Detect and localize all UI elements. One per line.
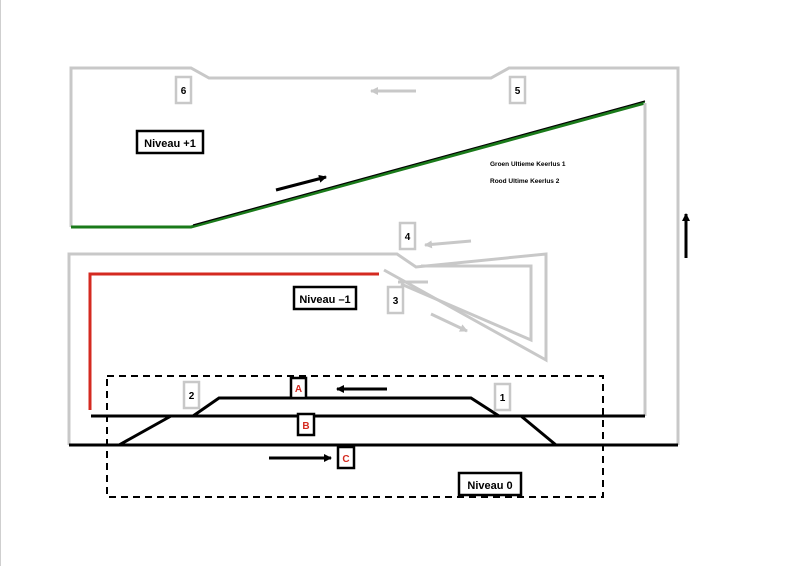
level-0-frame: [106, 375, 604, 498]
block-3: 3: [386, 285, 405, 315]
block-b: B: [296, 412, 316, 437]
green-loop-track: [71, 101, 646, 229]
svg-text:6: 6: [181, 86, 187, 97]
track-c-right-switch: [520, 414, 557, 447]
green-loop-edge: [192, 100, 646, 226]
arrow-up-ramp-icon: [275, 174, 327, 192]
level-plus1-text: Niveau +1: [144, 138, 196, 150]
level-0-text: Niveau 0: [467, 480, 512, 492]
svg-text:3: 3: [393, 296, 399, 307]
level-0-tracks: [69, 396, 678, 447]
block-2: 2: [182, 380, 201, 410]
block-c: C: [336, 445, 356, 470]
red-loop-2-track: [88, 272, 379, 410]
svg-text:5: 5: [515, 86, 521, 97]
level-minus1-inner-track: [400, 264, 533, 343]
block-1: 1: [493, 382, 512, 412]
block-5: 5: [508, 75, 527, 105]
svg-text:2: 2: [189, 391, 195, 402]
level-plus1-track: [69, 66, 680, 445]
block-a: A: [289, 376, 308, 400]
track-c-left-switch: [118, 414, 172, 447]
level-0-label: Niveau 0: [457, 471, 523, 497]
arrow-down-right-icon: [430, 312, 468, 333]
track-a: [192, 396, 500, 418]
green-loop-1: [71, 100, 646, 229]
legend-red: Rood Ultime Keerlus 2: [490, 178, 560, 185]
level-plus1-label: Niveau +1: [135, 129, 205, 155]
svg-text:1: 1: [500, 393, 506, 404]
block-4: 4: [398, 221, 417, 251]
svg-text:A: A: [295, 384, 302, 395]
level-minus1-loop: [67, 252, 548, 445]
legend-green: Groen Ultieme Keerlus 1: [490, 161, 566, 168]
svg-text:C: C: [342, 454, 349, 465]
arrow-left-block4-icon: [424, 239, 472, 249]
level-minus1-text: Niveau –1: [299, 294, 350, 306]
svg-text:4: 4: [405, 232, 411, 243]
level-plus1-loop: [69, 66, 680, 445]
level-minus1-label: Niveau –1: [292, 285, 358, 311]
level-minus1-track: [67, 252, 548, 445]
block-6: 6: [174, 75, 193, 105]
svg-text:B: B: [302, 421, 309, 432]
